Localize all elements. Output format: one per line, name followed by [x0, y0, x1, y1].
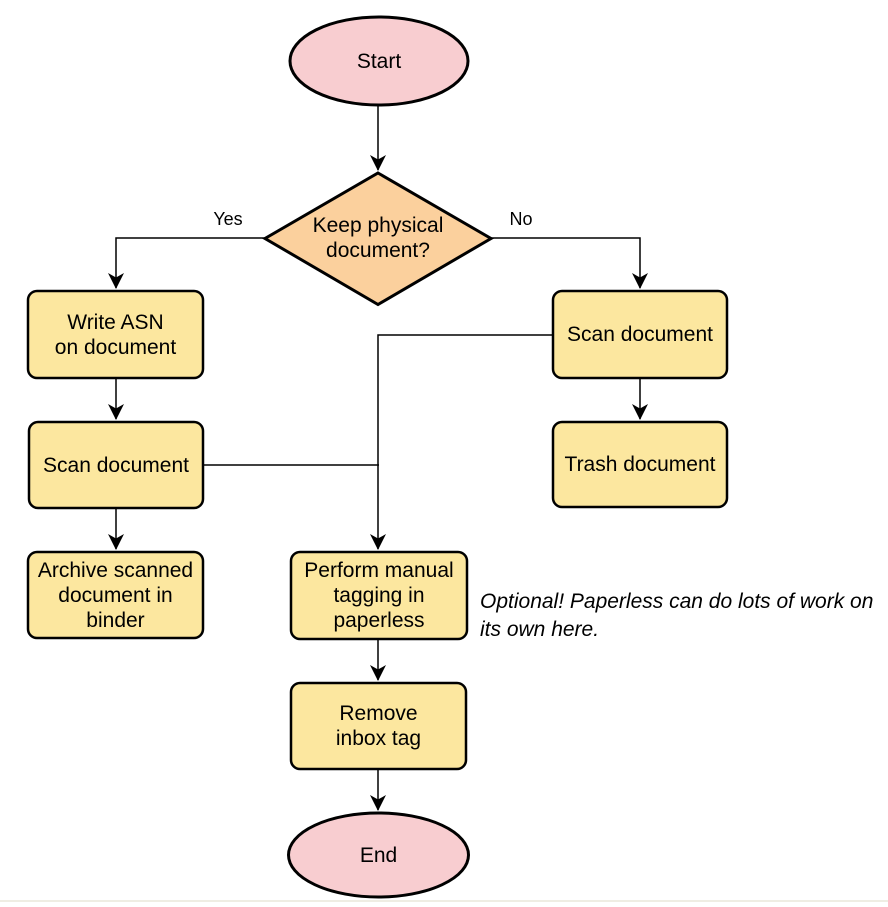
page-bottom-divider: [0, 900, 888, 902]
tagging-process-shape: [289, 550, 469, 641]
archive-process-shape: [26, 550, 205, 640]
decision-diamond-shape: [262, 171, 494, 307]
trash-process-shape: [551, 420, 729, 509]
scan-right-process-shape: [551, 289, 729, 380]
optional-annotation-text: Optional! Paperless can do lots of work …: [480, 590, 874, 641]
edge-decision-yes-to-write-asn: [108, 237, 265, 289]
edge-scan-right-to-tagging: [370, 334, 553, 550]
write-asn-process-shape: [26, 289, 205, 380]
edges: [108, 105, 648, 811]
scan-left-process-shape: [27, 420, 205, 510]
edge-decision-no-to-scan-right: [491, 237, 648, 289]
remove-inbox-process-shape: [289, 681, 468, 771]
start-terminator-shape: [288, 15, 470, 107]
end-terminator-shape: [287, 811, 470, 899]
